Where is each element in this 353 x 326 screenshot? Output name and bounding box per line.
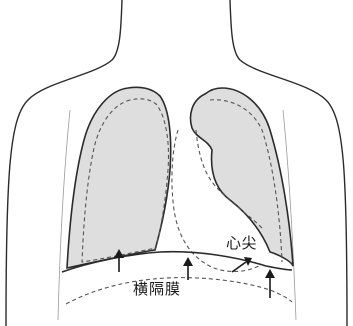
arrow-up-right [265,269,275,298]
torso-outline [6,0,347,326]
arrow-up-center [183,257,193,280]
diaphragm-label: 横隔膜 [133,282,181,297]
apex-label: 心尖 [226,236,257,251]
left-shoulder-contour [58,110,70,320]
